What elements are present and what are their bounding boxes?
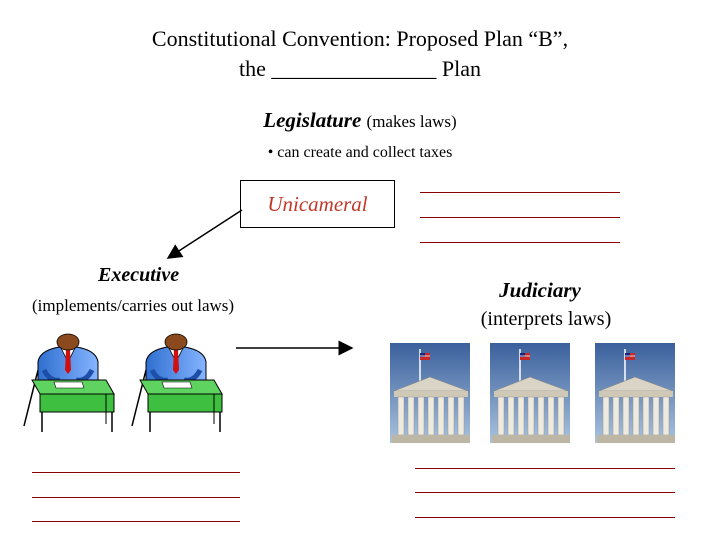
supreme-court-building-icon	[389, 342, 471, 444]
unicameral-box: Unicameral	[240, 180, 395, 228]
executive-blank-line-2	[32, 497, 240, 498]
legislature-note: (makes laws)	[366, 112, 457, 131]
official-at-desk-icon	[24, 334, 114, 432]
supreme-court-building-icon	[489, 342, 571, 444]
executive-blank-line-3	[32, 521, 240, 522]
supreme-court-building-icon	[594, 342, 676, 444]
title-line-1: Constitutional Convention: Proposed Plan…	[151, 26, 569, 51]
legislature-heading: Legislature (makes laws)	[0, 108, 720, 133]
executive-label: Executive	[98, 264, 180, 286]
official-at-desk-icon	[132, 334, 222, 432]
judiciary-blank-line-1	[415, 468, 675, 469]
legislature-to-executive-arrow	[166, 209, 243, 259]
legislature-blank-line-3	[420, 242, 620, 243]
executive-note: (implements/carries out laws)	[32, 296, 235, 315]
title-line-2: the _______________ Plan	[239, 56, 481, 81]
slide-title: Constitutional Convention: Proposed Plan…	[0, 24, 720, 84]
legislature-blank-line-2	[420, 217, 620, 218]
judiciary-blank-line-3	[415, 517, 675, 518]
executive-blank-line-1	[32, 472, 240, 473]
legislature-blank-line-1	[420, 192, 620, 193]
legislature-label: Legislature	[263, 108, 362, 132]
judiciary-label: Judiciary	[499, 278, 581, 302]
judiciary-blank-line-2	[415, 492, 675, 493]
legislature-bullet: • can create and collect taxes	[267, 144, 453, 161]
judiciary-note: (interprets laws)	[480, 308, 612, 330]
